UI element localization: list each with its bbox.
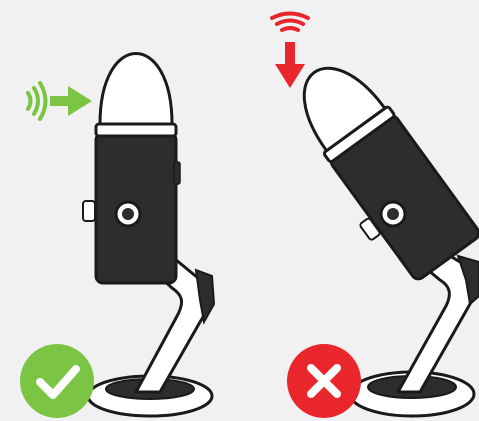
mic-band-left <box>96 124 176 136</box>
left-panel <box>20 54 214 419</box>
sound-waves-icon <box>28 83 46 119</box>
mount-knob-right <box>381 202 405 226</box>
mount-knob-left <box>116 202 140 226</box>
checkmark-badge <box>20 344 94 418</box>
mic-tilted-right <box>271 49 479 289</box>
arrow-down-icon <box>275 42 305 88</box>
arrow-right-icon <box>50 86 92 116</box>
mic-grille-left <box>100 54 172 125</box>
right-panel <box>271 14 479 419</box>
sound-waves-icon <box>272 14 308 31</box>
x-badge <box>287 344 361 418</box>
